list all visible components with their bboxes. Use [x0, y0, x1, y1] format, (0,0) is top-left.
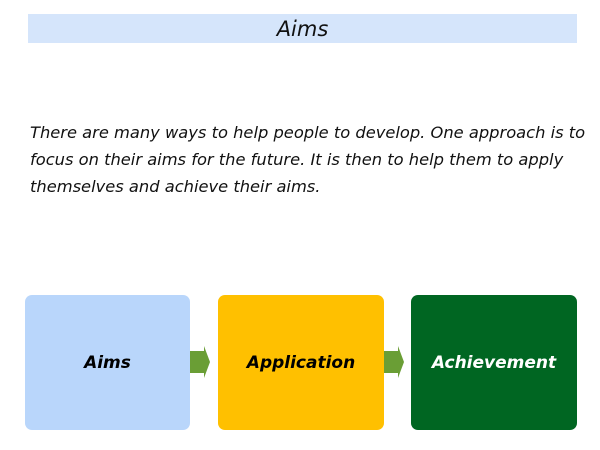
flow-box-aims: Aims	[25, 295, 190, 430]
flow-label: Achievement	[431, 352, 557, 373]
flow-label: Aims	[84, 352, 131, 373]
flow-label: Application	[246, 352, 356, 373]
flow-box-application: Application	[218, 295, 384, 430]
arrow-right-icon	[384, 346, 404, 378]
arrow-right-icon	[190, 346, 210, 378]
title-bar: Aims	[28, 14, 577, 43]
flow-box-achievement: Achievement	[411, 295, 577, 430]
slide-title: Aims	[276, 16, 329, 41]
body-paragraph: There are many ways to help people to de…	[30, 123, 586, 196]
